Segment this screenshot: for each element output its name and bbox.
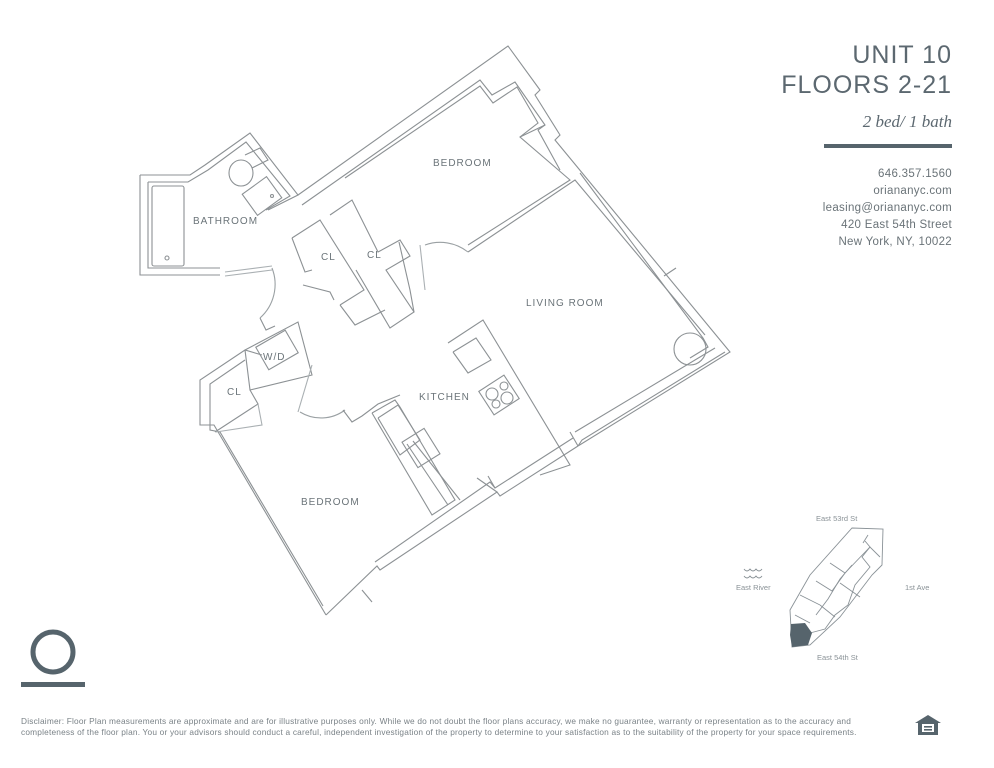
kitchen-counter (371, 399, 456, 516)
room-label-bedroom-top: BEDROOM (433, 158, 492, 169)
unit-layout: 2 bed/ 1 bath (862, 112, 952, 131)
room-label-living-room: LIVING ROOM (526, 298, 604, 309)
room-label-closet-3: CL (227, 387, 242, 398)
oriana-logo (21, 629, 85, 687)
disclaimer: Disclaimer: Floor Plan measurements are … (21, 716, 857, 737)
key-label-river: East River (736, 583, 771, 592)
room-label-washer-dryer: W/D (263, 352, 285, 363)
wall-inner-top (301, 79, 561, 206)
key-street-south: East 54th St (817, 653, 859, 662)
room-label-kitchen: KITCHEN (419, 392, 470, 403)
key-plan: East 53rd St East 54th St East River 1st… (736, 514, 929, 662)
equal-housing-icon (915, 715, 941, 735)
unit-number: UNIT 10 (852, 41, 952, 69)
divider (824, 144, 952, 148)
unit-location-highlight (790, 623, 812, 647)
email-link[interactable]: leasing@oriananyc.com (822, 202, 952, 214)
closet-1-wall (291, 219, 365, 306)
kitchen-island (447, 319, 571, 476)
street-address: 420 East 54th Street (841, 219, 952, 231)
contact-block: 646.357.1560 oriananyc.com leasing@orian… (781, 166, 952, 251)
key-label-avenue: 1st Ave (905, 583, 929, 592)
phone-link[interactable]: 646.357.1560 (878, 168, 952, 180)
room-label-closet-2: CL (367, 250, 382, 261)
room-label-bedroom-bottom: BEDROOM (301, 497, 360, 508)
key-street-north: East 53rd St (816, 514, 858, 523)
bedroom-bottom-wall (199, 349, 327, 616)
water-icon (743, 568, 763, 579)
bedroom-top-wall (344, 85, 571, 246)
website-link[interactable]: oriananyc.com (873, 185, 952, 197)
room-label-closet-1: CL (321, 252, 336, 263)
unit-floors: FLOORS 2-21 (781, 71, 952, 99)
room-label-bathroom: BATHROOM (193, 216, 258, 227)
city-address: New York, NY, 10022 (838, 236, 952, 248)
unit-info: UNIT 10 FLOORS 2-21 2 bed/ 1 bath 646.35… (781, 40, 952, 251)
bathroom-wall (140, 132, 299, 211)
closet-2-wall (329, 199, 415, 329)
wall-outer-top (297, 45, 731, 447)
